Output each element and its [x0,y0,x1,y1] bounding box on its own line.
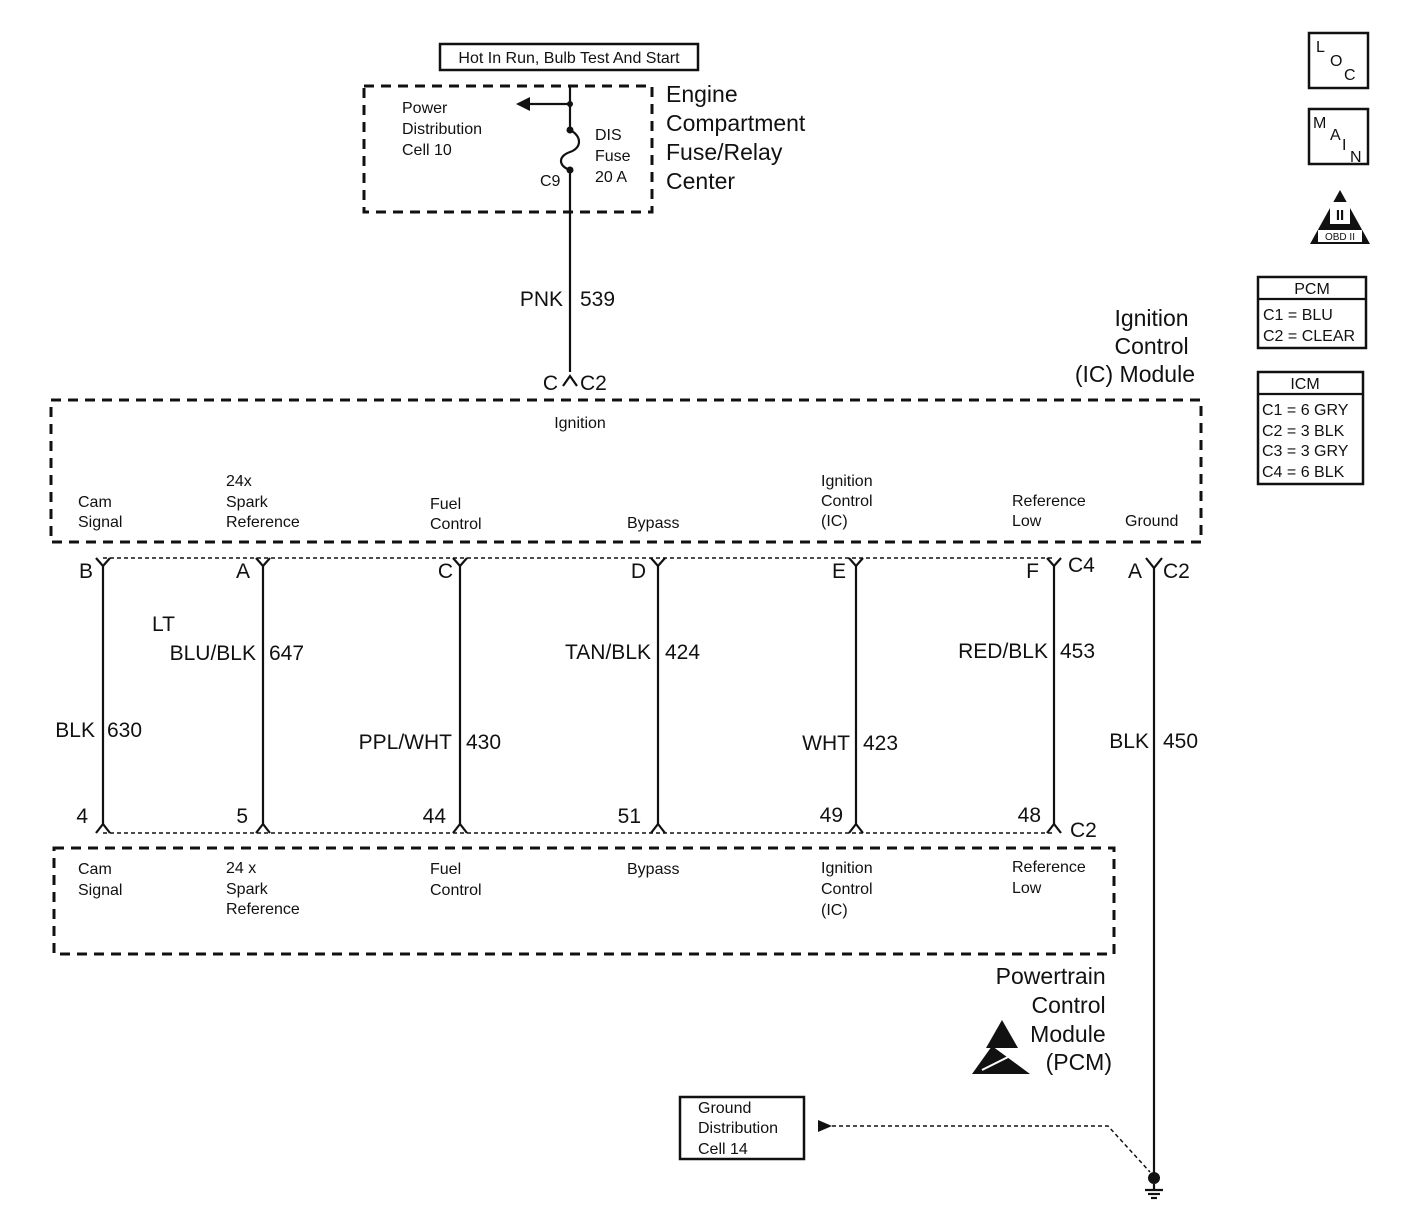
icm-c4-label: C4 [1068,554,1095,577]
fuse-connector-label: C9 [540,173,561,190]
svg-text:N: N [1350,149,1362,166]
wire-icm-pin: F [1026,560,1039,583]
svg-text:C: C [1344,67,1356,84]
svg-text:O: O [1330,53,1342,70]
icm-top-connector-icon [562,374,578,387]
obd-ii-icon[interactable]: II OBD II [1310,190,1370,244]
pcm-terminal-spark-reference: 24 x Spark Reference [226,860,300,918]
wire-bypass: D TAN/BLK 424 51 [565,557,700,834]
wire-cam-signal: B BLK 630 4 [55,557,142,834]
ground-wire-color: BLK [1109,730,1149,753]
power-distribution-label: Power Distribution Cell 10 [402,100,486,159]
pcm-terminal-bypass: Bypass [627,861,679,878]
power-arrow-icon [516,97,530,111]
icm-module: Ignition Cam Signal 24x Spark Reference … [49,398,1203,544]
icm-terminal-cam-signal: Cam Signal [78,494,122,531]
icm-terminal-spark-reference: 24x Spark Reference [226,473,300,531]
icm-top-connector-pin: C [543,372,558,395]
icm-legend-title: ICM [1290,376,1319,393]
ground-icm-connector: C2 [1163,560,1190,583]
icm-legend-row: C1 = 6 GRY [1262,402,1349,419]
pcm-module: Cam Signal 24 x Spark Reference Fuel Con… [52,846,1116,956]
wire-circuit: 647 [269,642,304,665]
svg-text:A: A [1330,127,1341,144]
ground-distribution-box: Ground Distribution Cell 14 [678,1095,806,1161]
wire-circuit: 630 [107,719,142,742]
wire-icm-pin: B [79,560,93,583]
pcm-connector-legend: PCM C1 = BLU C2 = CLEAR [1256,275,1368,350]
svg-text:II: II [1336,207,1344,224]
wire-fuel-control: C PPL/WHT 430 44 [359,557,501,834]
wire-icm-pin: E [832,560,846,583]
svg-text:L: L [1316,39,1325,56]
wire-pcm-pin: 5 [236,805,248,828]
feed-wire-color: PNK [520,288,563,311]
svg-text:I: I [1342,137,1346,154]
wire-color: BLU/BLK [170,642,256,665]
ground-reference-arrow-icon [818,1120,832,1132]
wire-color: PPL/WHT [359,731,453,754]
pcm-legend-row: C2 = CLEAR [1263,328,1355,345]
icm-legend-row: C2 = 3 BLK [1262,423,1345,440]
icm-terminal-reference-low: Reference Low [1012,493,1090,530]
wire-circuit: 424 [665,641,700,664]
fuse-label: DIS Fuse 20 A [595,127,635,186]
wire-ignition-control: E WHT 423 49 [802,557,898,834]
wire-circuit: 453 [1060,640,1095,663]
icm-connector-legend: ICM C1 = 6 GRY C2 = 3 BLK C3 = 3 GRY C4 … [1256,370,1365,486]
wire-color: WHT [802,732,850,755]
wire-ground: A C2 BLK 450 [1109,557,1198,1200]
pcm-legend-row: C1 = BLU [1263,307,1333,324]
loc-icon[interactable]: L O C [1307,31,1370,90]
ground-wire-circuit: 450 [1163,730,1198,753]
icm-terminal-ignition-control: Ignition Control (IC) [821,473,877,530]
wire-reference-low: F RED/BLK 453 48 [958,557,1095,834]
wire-pcm-pin: 48 [1018,804,1041,827]
wire-icm-pin: A [236,560,250,583]
ground-symbol-icon [1145,1184,1163,1200]
esd-warning-icon [972,1020,1030,1074]
fuse-relay-center: Power Distribution Cell 10 DIS Fuse 20 A… [362,81,812,214]
pcm-terminal-ignition-control: Ignition Control (IC) [821,860,877,919]
pcm-terminal-cam-signal: Cam Signal [78,861,122,899]
pcm-title: Powertrain Control Module (PCM) [996,963,1112,1075]
icm-terminal-ground: Ground [1125,513,1178,530]
wire-color: LT [152,613,175,636]
ground-icm-pin: A [1128,560,1142,583]
pcm-terminal-fuel-control: Fuel Control [430,861,482,899]
ground-distribution-label: Ground Distribution Cell 14 [698,1100,782,1158]
wire-color: TAN/BLK [565,641,651,664]
wire-color: RED/BLK [958,640,1048,663]
ground-reference-line [832,1125,1151,1173]
icm-legend-row: C3 = 3 GRY [1262,443,1349,460]
wire-circuit: 430 [466,731,501,754]
icm-legend-row: C4 = 6 BLK [1262,464,1345,481]
pcm-terminal-reference-low: Reference Low [1012,859,1090,897]
wire-spark-reference: A LT BLU/BLK 647 5 [152,557,304,834]
fuse-center-title: Engine Compartment Fuse/Relay Center [666,81,812,194]
wire-color: BLK [55,719,95,742]
pcm-legend-title: PCM [1294,281,1330,298]
wire-icm-pin: C [438,560,453,583]
supply-label: Hot In Run, Bulb Test And Start [458,50,680,67]
wire-pcm-pin: 44 [423,805,447,828]
icm-title: Ignition Control (IC) Module [1075,305,1195,387]
icm-ignition-label: Ignition [554,415,606,432]
svg-text:OBD II: OBD II [1325,232,1355,243]
feed-wire-circuit: 539 [580,288,615,311]
wire-pcm-pin: 49 [820,804,843,827]
icm-terminal-bypass: Bypass [627,515,679,532]
supply-label-box: Hot In Run, Bulb Test And Start [438,42,700,72]
pcm-c2-label: C2 [1070,819,1097,842]
icm-terminal-fuel-control: Fuel Control [430,496,482,533]
fuse-icon [559,126,581,174]
svg-text:M: M [1313,115,1326,132]
wire-circuit: 423 [863,732,898,755]
icm-top-connector-id: C2 [580,372,607,395]
main-icon[interactable]: M A I N [1307,107,1370,166]
wire-pcm-pin: 4 [76,805,88,828]
wire-pcm-pin: 51 [618,805,641,828]
wire-icm-pin: D [631,560,646,583]
